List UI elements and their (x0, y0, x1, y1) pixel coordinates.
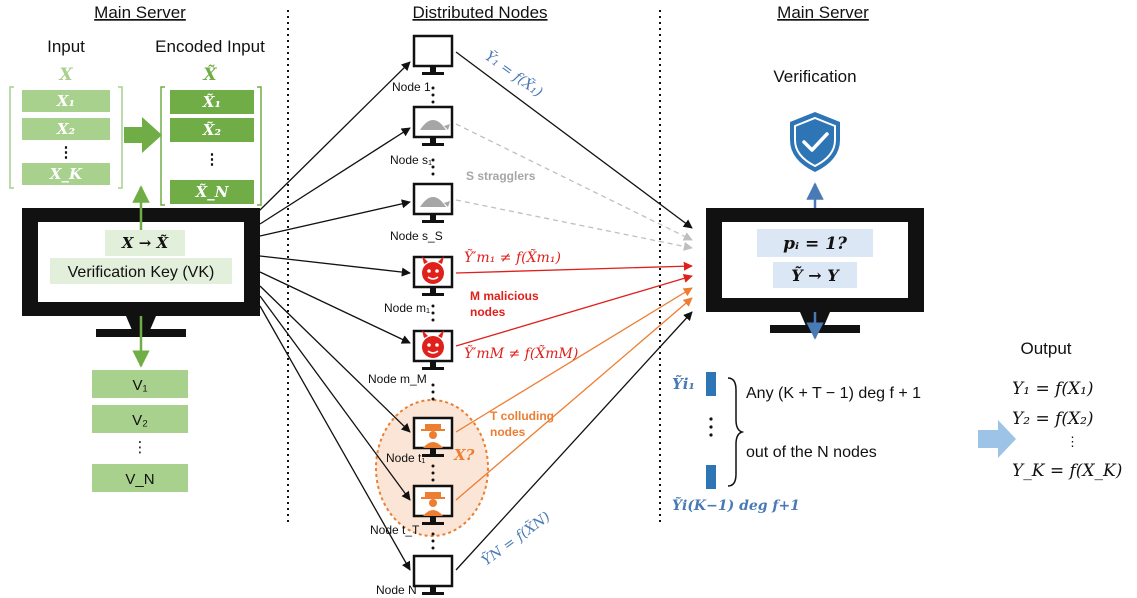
node-label-N: Node N (376, 583, 417, 597)
input-item-2: X₂ (56, 120, 76, 138)
recovery-line-1: Any (K + T − 1) deg f + 1 (746, 385, 921, 402)
recovery-bar-2 (706, 465, 716, 489)
encoded-item-1: X̃₁ (202, 93, 221, 111)
recovery-dots (709, 417, 713, 437)
node-label-sS: Node s_S (390, 229, 443, 243)
key-blocks (92, 370, 188, 492)
encoded-title: Encoded Input (155, 37, 265, 56)
node-label-m1: Node m₁ (384, 301, 430, 315)
input-title: Input (47, 37, 85, 56)
result-arrow-t1 (455, 287, 693, 433)
encoded-bracket (160, 86, 262, 206)
result-arrow-N (455, 311, 693, 571)
annotation-colluding-1: T colluding (490, 409, 554, 423)
verification-title: Verification (773, 67, 856, 86)
vk-box (50, 258, 232, 284)
header-main-server-left: Main Server (94, 3, 186, 22)
node-mM-monitor (412, 329, 454, 370)
output-arrow (978, 420, 1016, 458)
node-label-1: Node 1 (392, 80, 431, 94)
node-N-monitor (412, 554, 454, 595)
node-s1-monitor (412, 105, 454, 146)
encoded-item-ellipsis: ⋮ (205, 150, 220, 168)
node-label-s1: Node s₁ (390, 153, 432, 167)
output-eq-ellipsis: ⋮ (1066, 435, 1079, 450)
recovery-line-2: out of the N nodes (746, 444, 877, 461)
check-box (757, 229, 873, 257)
recovery-yiK: Ỹi(K−1) deg f+1 (672, 495, 800, 514)
output-eq-K: Y_K = f(X_K) (1012, 461, 1122, 481)
annotation-x-question: X? (453, 446, 475, 464)
key-2: V₂ (132, 412, 148, 429)
node-sS-monitor (412, 182, 454, 223)
distribution-arrows (257, 61, 411, 571)
node-label-mM: Node m_M (368, 372, 427, 386)
node-dots (431, 86, 435, 550)
result-arrow-s1 (455, 123, 693, 241)
header-main-server-right: Main Server (777, 3, 869, 22)
output-eq-1: Y₁ = f(X₁) (1012, 379, 1094, 399)
input-item-ellipsis: ⋮ (59, 143, 74, 161)
annotation-y1: Ỹ₁ = f(X̃₁) (482, 47, 547, 101)
key-1: V₁ (132, 377, 147, 394)
encoded-blocks (170, 90, 254, 204)
recovery-brace (727, 377, 745, 487)
vk-label: Verification Key (VK) (68, 264, 215, 281)
output-title: Output (1020, 339, 1071, 358)
encoded-item-N: X̃_N (195, 183, 230, 201)
annotation-colluding-2: nodes (490, 425, 526, 439)
input-item-1: X₁ (56, 92, 75, 110)
annotation-stragglers: S stragglers (466, 169, 536, 183)
turtle-icon (420, 197, 450, 207)
annotation-ym1: Ỹ′m₁ ≠ f(X̃m₁) (464, 248, 561, 266)
encoded-symbol: X̃ (202, 65, 217, 85)
result-arrow-tT (455, 297, 693, 501)
result-arrow-1 (455, 51, 693, 229)
node-1-monitor (412, 34, 454, 75)
annotation-malicious-1: M malicious (470, 289, 539, 303)
input-item-K: X_K (49, 165, 83, 183)
shield-check-icon (790, 112, 840, 172)
check-text: pᵢ = 1? (783, 234, 848, 254)
devil-icon (422, 336, 444, 358)
result-arrow-m1 (455, 261, 693, 274)
key-ellipsis: ⋮ (133, 439, 148, 456)
input-blocks (22, 90, 110, 185)
mapping-text: X → X̃ (121, 234, 170, 252)
spy-icon (421, 424, 445, 448)
turtle-icon (420, 120, 450, 130)
result-arrow-sS (455, 199, 693, 251)
input-bracket (9, 86, 123, 189)
devil-icon (422, 262, 444, 284)
input-symbol: X (58, 65, 73, 85)
spy-icon (421, 492, 445, 516)
mapping-box (105, 230, 185, 256)
annotation-yN: ỸN = f(X̃N) (478, 507, 554, 569)
decode-box (773, 262, 857, 288)
annotation-malicious-2: nodes (470, 305, 506, 319)
encode-arrow (124, 117, 162, 153)
output-eq-2: Y₂ = f(X₂) (1012, 409, 1094, 429)
node-label-tT: Node t_T (370, 523, 420, 537)
recovery-yi1: Ỹi₁ (672, 374, 695, 393)
colluding-circle (375, 399, 489, 537)
result-arrow-mM (455, 273, 693, 347)
annotation-ymM: Ỹ′mM ≠ f(X̃mM) (464, 344, 578, 362)
node-tT-monitor (412, 484, 454, 525)
key-N: V_N (125, 471, 154, 488)
encoded-item-2: X̃₂ (202, 121, 222, 139)
decode-text: Ỹ → Y (791, 264, 840, 285)
recovery-bar-1 (706, 372, 716, 396)
node-m1-monitor (412, 255, 454, 296)
node-label-t1: Node t₁ (386, 451, 425, 465)
header-distributed-nodes: Distributed Nodes (412, 3, 547, 22)
node-t1-monitor (412, 416, 454, 457)
